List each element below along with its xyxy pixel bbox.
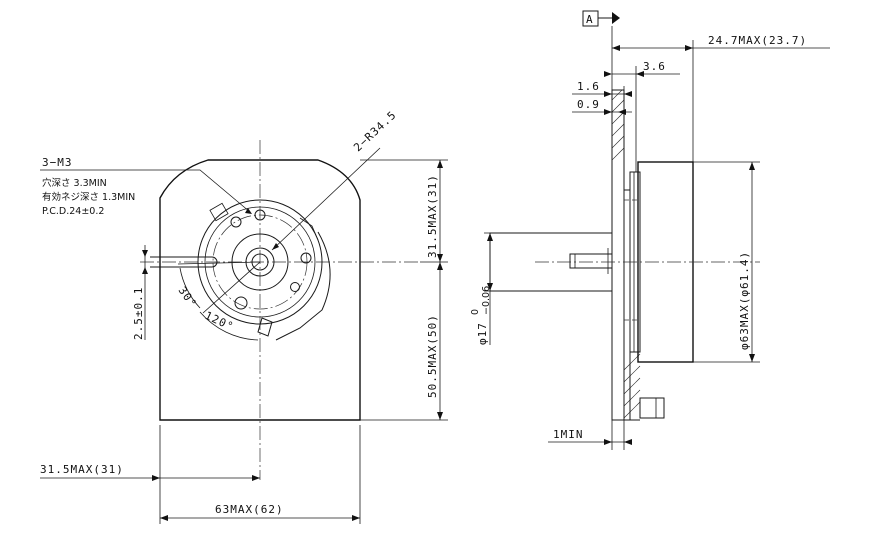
mounting-holes: [230, 209, 312, 310]
connector-pin: [655, 397, 665, 419]
datum-triangle: [612, 12, 620, 24]
hub-circle: [231, 233, 289, 291]
shaft-housing: [489, 232, 613, 292]
hole-spec-depth: 穴深さ 3.3MIN: [42, 177, 107, 189]
dim-slot-width: 2.5±0.1: [132, 287, 145, 340]
left-slot: [150, 256, 218, 268]
plate-flange: [623, 189, 631, 421]
dim-lower-height: 50.5MAX(50): [426, 314, 439, 398]
shaft-end: [569, 253, 613, 269]
dim-3-6: 3.6: [643, 60, 666, 73]
front-plate-outline: [159, 159, 361, 421]
mounting-hole-bottom: [234, 296, 248, 310]
flange-inner-circle: [204, 206, 316, 318]
dim-0-9: 0.9: [577, 98, 600, 111]
bracket-tab: [257, 317, 273, 337]
angle-120-label: 120°: [203, 309, 236, 334]
mounting-hole-bottom-right: [290, 282, 300, 292]
leader-r-line: [271, 147, 381, 251]
mounting-plate: [611, 89, 625, 421]
mounting-hole-left: [230, 216, 242, 228]
mounting-hole-right: [300, 252, 312, 264]
flange-notch: [299, 217, 319, 241]
angle-30-arc: [179, 267, 201, 309]
leader-m3-line: [40, 169, 251, 213]
bracket-arc: [275, 231, 331, 341]
dim-1min: 1MIN: [553, 428, 584, 441]
front-view: 2−R34.5 3−M3 穴深さ 3.3MIN 有効ネジ深さ 1.3MIN P.…: [40, 108, 448, 524]
dim-half-width: 31.5MAX(31): [40, 463, 124, 476]
angle-30-label: 30°: [176, 284, 200, 310]
pcd-circle: [212, 214, 308, 310]
leader-2r-label: 2−R34.5: [351, 108, 399, 154]
plate-hatching-lower: [623, 353, 641, 419]
angle-120-arc: [199, 311, 259, 341]
dim-shaft-dia: φ17: [476, 322, 489, 345]
hole-spec-thread-depth: 有効ネジ深さ 1.3MIN: [42, 191, 135, 203]
dim-upper-height: 31.5MAX(31): [426, 174, 439, 258]
dim-shaft-tol-upper: 0: [470, 309, 481, 315]
dim-1-6: 1.6: [577, 80, 600, 93]
connector-tab: [639, 397, 665, 419]
side-view: A: [470, 10, 830, 450]
dim-shaft-tol-lower: −0.06: [481, 286, 492, 315]
dim-body-dia: φ63MAX(φ61.4): [738, 251, 751, 350]
hole-spec-title: 3−M3: [42, 156, 73, 169]
hole-spec-pcd: P.C.D.24±0.2: [42, 206, 104, 217]
dim-total-width: 63MAX(62): [215, 503, 284, 516]
mounting-hole-top: [254, 209, 266, 221]
datum-label: A: [586, 13, 594, 26]
terminal-block: [209, 202, 229, 222]
dim-total-length: 24.7MAX(23.7): [708, 34, 807, 47]
